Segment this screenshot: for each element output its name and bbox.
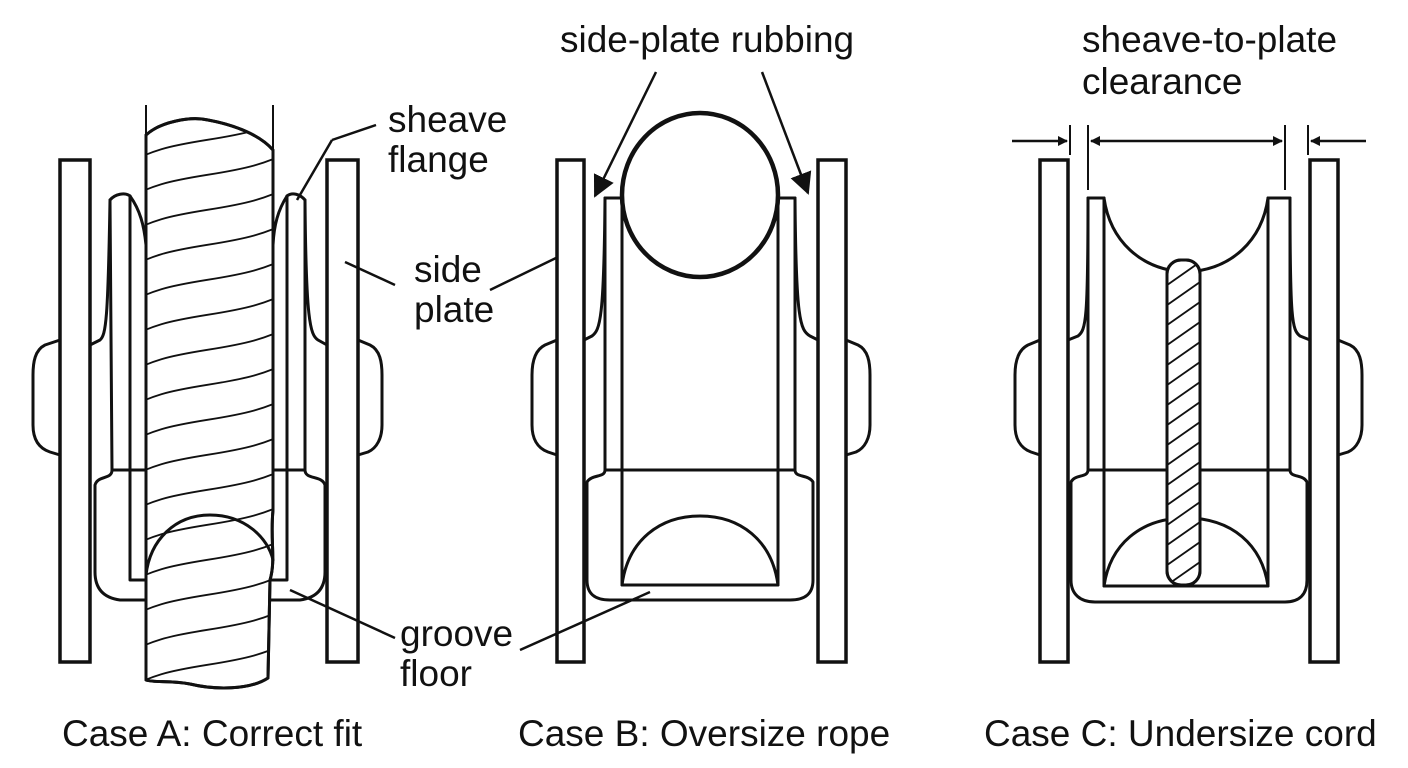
side-plate-label-line2: plate bbox=[414, 289, 494, 330]
side-plate-rubbing-label: side-plate rubbing bbox=[560, 19, 854, 60]
case-c-cord bbox=[1165, 258, 1202, 587]
case-c-left-side-plate bbox=[1013, 158, 1070, 664]
case-c-right-side-plate bbox=[1308, 158, 1364, 664]
case-c-clearance-dimension bbox=[1012, 125, 1366, 190]
side-plate-label-line1: side bbox=[414, 249, 482, 290]
case-b-right-side-plate bbox=[816, 158, 872, 664]
case-a-correct-fit: sheave flange side plate groove floor Ca… bbox=[31, 99, 513, 754]
case-c-caption: Case C: Undersize cord bbox=[984, 713, 1377, 754]
case-a-rope-strands bbox=[146, 118, 273, 688]
case-b-oversize-rope-section bbox=[619, 110, 781, 280]
case-a-caption: Case A: Correct fit bbox=[62, 713, 363, 754]
case-b-left-side-plate bbox=[530, 158, 586, 664]
case-a-left-side-plate bbox=[31, 158, 92, 664]
case-a-right-side-plate bbox=[325, 158, 384, 664]
case-b-arrows bbox=[489, 71, 812, 652]
groove-floor-label-line1: groove bbox=[400, 613, 513, 654]
sheave-label-line1: sheave bbox=[388, 99, 507, 140]
clearance-label-line2: clearance bbox=[1082, 61, 1242, 102]
groove-floor-label-line2: floor bbox=[400, 653, 472, 694]
case-b-oversize-rope: side-plate rubbing Case B: Oversize rope bbox=[489, 19, 890, 754]
case-a-leader-lines bbox=[289, 123, 396, 640]
case-b-sheave bbox=[582, 196, 820, 602]
case-c-undersize-cord: sheave-to-plate clearance Case C: Unders… bbox=[984, 19, 1377, 754]
case-a-rope bbox=[128, 105, 289, 690]
case-b-caption: Case B: Oversize rope bbox=[518, 713, 890, 754]
flange-label-line2: flange bbox=[388, 139, 489, 180]
case-c-sheave bbox=[1066, 196, 1312, 604]
clearance-label-line1: sheave-to-plate bbox=[1082, 19, 1337, 60]
